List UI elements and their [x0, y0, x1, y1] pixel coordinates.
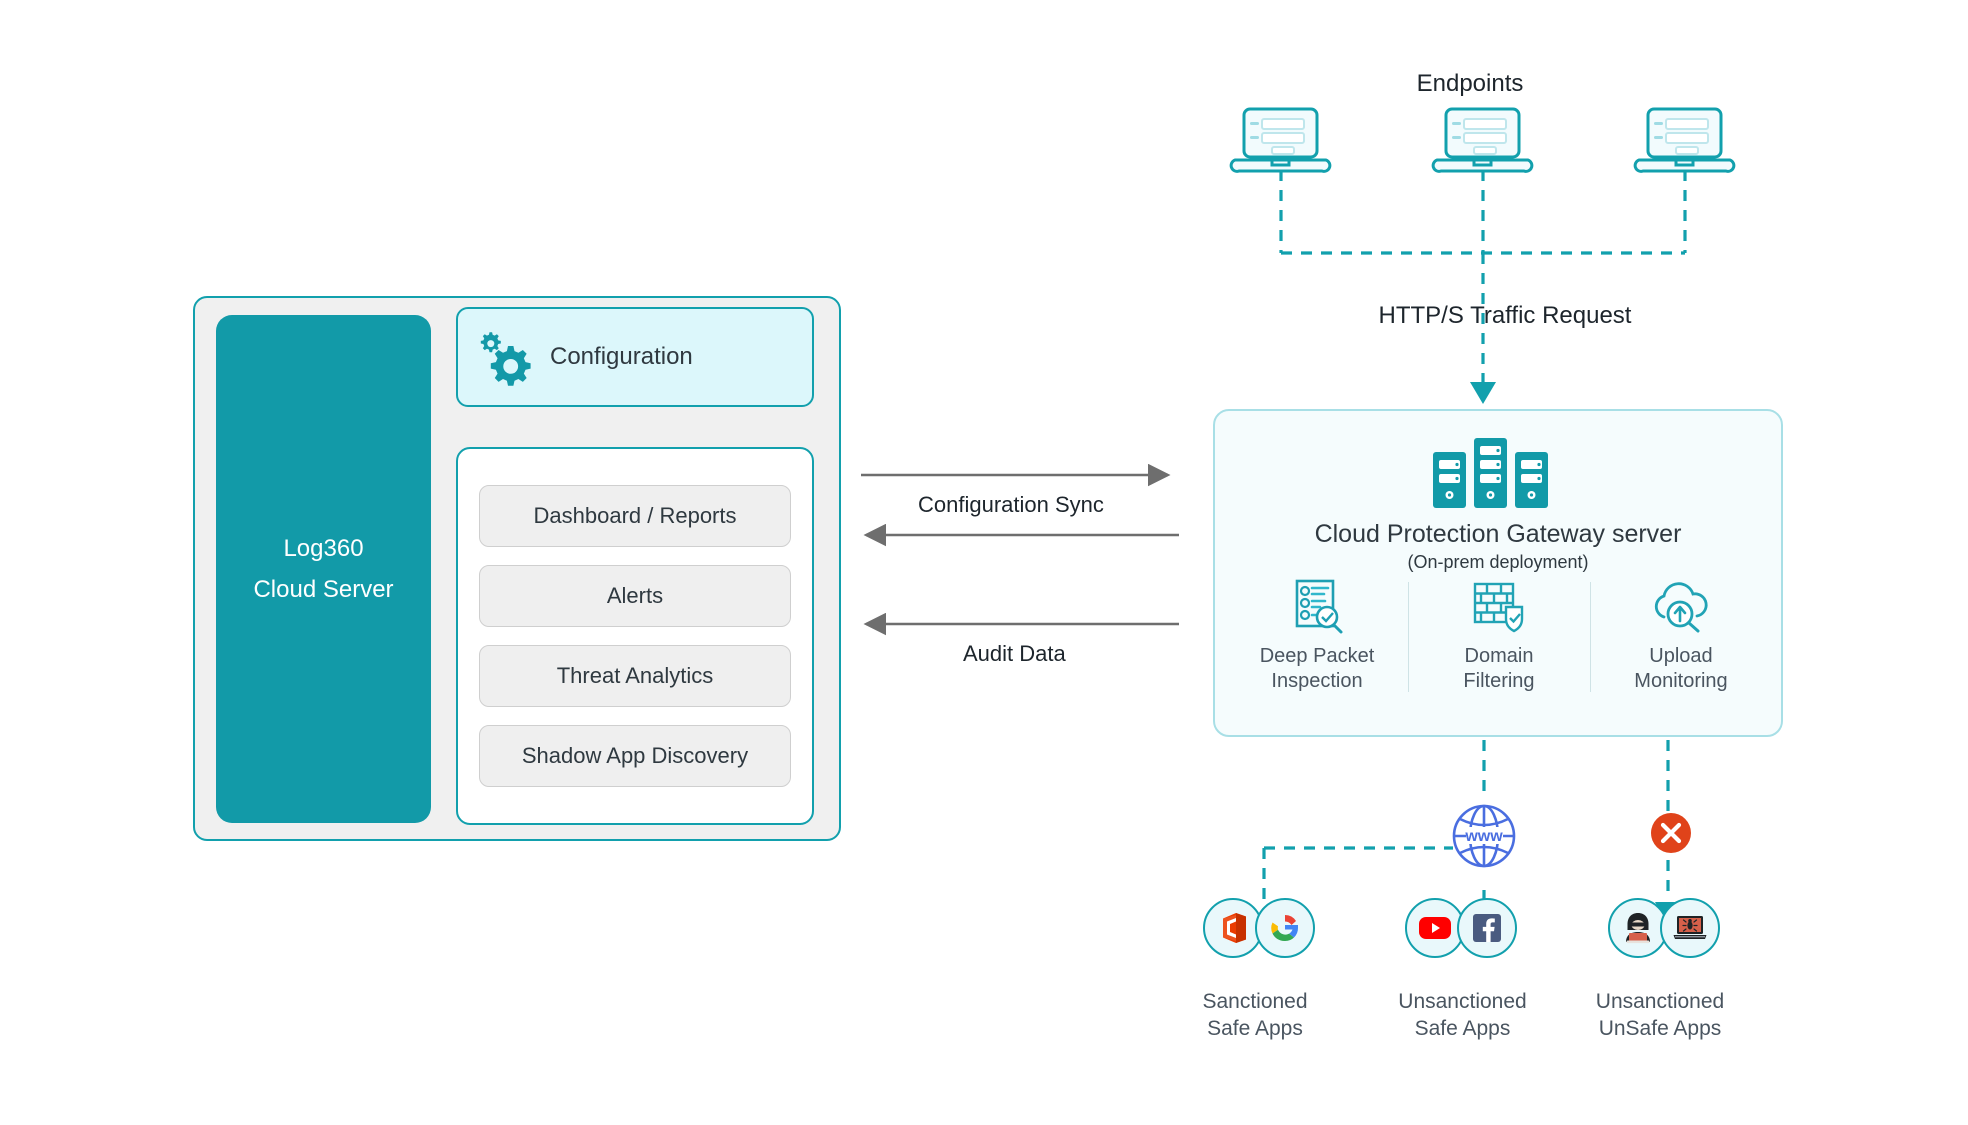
configuration-label: Configuration — [550, 343, 693, 370]
module-dashboard-reports[interactable]: Dashboard / Reports — [479, 485, 791, 547]
feature-divider — [1407, 582, 1409, 692]
google-icon[interactable] — [1255, 898, 1315, 958]
app-group-sanctioned-safe-icons — [1203, 898, 1315, 958]
globe-www-icon: www — [1452, 804, 1516, 868]
app-label-line2: UnSafe Apps — [1598, 1017, 1722, 1040]
module-shadow-app-discovery[interactable]: Shadow App Discovery — [479, 725, 791, 787]
app-group-unsanctioned-safe-icons — [1405, 898, 1517, 958]
feature-upload-monitoring: Upload Monitoring — [1596, 578, 1766, 694]
server-rack-icon — [1433, 438, 1548, 508]
microsoft-office-icon[interactable] — [1203, 898, 1263, 958]
gateway-features: Deep Packet Inspection — [1232, 578, 1766, 694]
laptop-icon — [1431, 107, 1534, 173]
app-label-line2: Safe Apps — [1414, 1017, 1511, 1040]
laptop-icon — [1633, 107, 1736, 173]
laptop-icon — [1229, 107, 1332, 173]
packet-inspection-icon — [1232, 578, 1402, 636]
module-label: Threat Analytics — [556, 663, 714, 688]
gateway-subtitle: (On-prem deployment) — [1407, 552, 1589, 572]
modules-card: Dashboard / Reports Alerts Threat Analyt… — [456, 447, 814, 825]
log360-title-line1: Log360 — [283, 535, 364, 562]
feature-label-line1: Deep Packet — [1259, 645, 1375, 667]
cloud-upload-search-icon — [1596, 578, 1766, 636]
module-label: Shadow App Discovery — [521, 743, 749, 768]
app-label-line1: Sanctioned — [1202, 990, 1308, 1013]
module-label: Alerts — [606, 583, 664, 608]
feature-label-line2: Monitoring — [1634, 670, 1728, 692]
feature-label-line2: Filtering — [1463, 670, 1535, 692]
endpoints-title: Endpoints — [1416, 70, 1524, 97]
endpoint-connectors — [1279, 170, 1687, 404]
http-traffic-label: HTTP/S Traffic Request — [1378, 302, 1632, 329]
feature-label-line1: Upload — [1649, 645, 1713, 667]
facebook-icon[interactable] — [1457, 898, 1517, 958]
hacker-icon[interactable] — [1608, 898, 1668, 958]
youtube-icon[interactable] — [1405, 898, 1465, 958]
feature-deep-packet-inspection: Deep Packet Inspection — [1232, 578, 1402, 694]
app-group-label-unsanctioned-unsafe: Unsanctioned UnSafe Apps — [1575, 988, 1745, 1042]
gears-icon — [458, 329, 550, 386]
app-label-line2: Safe Apps — [1207, 1017, 1303, 1040]
app-label-line1: Unsanctioned — [1398, 990, 1527, 1013]
globe-label: www — [1464, 828, 1503, 845]
app-group-unsanctioned-unsafe-icons — [1608, 898, 1720, 958]
firewall-shield-icon — [1414, 578, 1584, 636]
x-circle-icon — [1651, 813, 1691, 853]
configuration-sync-label: Configuration Sync — [918, 492, 1104, 517]
gateway-title: Cloud Protection Gateway server — [1314, 520, 1682, 548]
app-group-label-sanctioned-safe: Sanctioned Safe Apps — [1185, 988, 1325, 1042]
feature-divider — [1589, 582, 1591, 692]
log360-cloud-server-block: Log360 Cloud Server — [216, 315, 431, 823]
audit-data-label: Audit Data — [963, 641, 1066, 666]
app-label-line1: Unsanctioned — [1595, 990, 1725, 1013]
log360-title-line2: Cloud Server — [253, 576, 394, 603]
feature-label-line2: Inspection — [1271, 670, 1363, 692]
module-threat-analytics[interactable]: Threat Analytics — [479, 645, 791, 707]
feature-domain-filtering: Domain Filtering — [1414, 578, 1584, 694]
infected-laptop-icon[interactable] — [1660, 898, 1720, 958]
app-group-label-unsanctioned-safe: Unsanctioned Safe Apps — [1380, 988, 1545, 1042]
flow-arrows — [861, 463, 1179, 636]
feature-label-line1: Domain — [1464, 645, 1534, 667]
configuration-card[interactable]: Configuration — [456, 307, 814, 407]
module-alerts[interactable]: Alerts — [479, 565, 791, 627]
module-label: Dashboard / Reports — [533, 503, 737, 528]
